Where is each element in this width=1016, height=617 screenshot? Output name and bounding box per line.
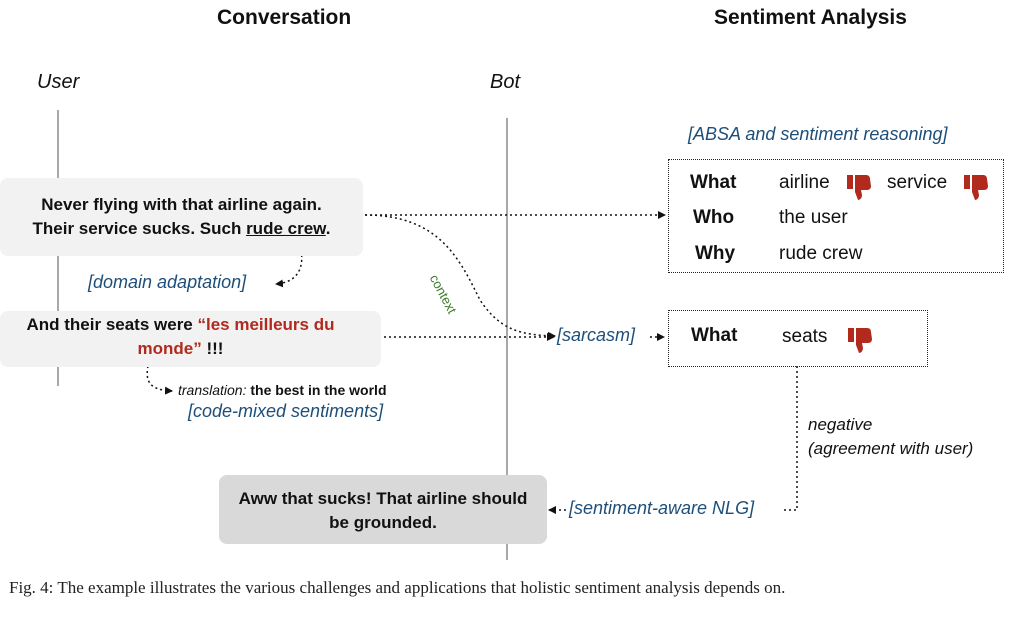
bot-column-label: Bot	[490, 71, 521, 93]
negative-note: negative (agreement with user)	[808, 415, 974, 458]
absa-what-val-airline: airline	[779, 172, 830, 193]
bot-timeline	[506, 118, 508, 560]
absa-box: What airline service Who the user Why ru…	[668, 159, 1004, 273]
absa-what-val-service: service	[887, 172, 948, 193]
nlg-tag: [sentiment-aware NLG]	[569, 498, 755, 518]
french-quote: “les meilleurs du monde”	[137, 315, 335, 358]
arrow-box-to-nlg	[782, 366, 798, 511]
domain-adaptation-tag: [domain adaptation]	[88, 272, 247, 292]
translation-note: translation: the best in the world	[178, 382, 387, 398]
absa-who-val: the user	[779, 207, 848, 228]
sarcasm-what-val: seats	[782, 326, 828, 347]
arrow-translation	[146, 365, 173, 395]
thumbs-down-icon	[848, 328, 872, 353]
bot-reply: Aww that sucks! That airline should be g…	[219, 475, 547, 544]
translation-text: the best in the world	[250, 382, 387, 398]
sentiment-analysis-heading: Sentiment Analysis	[714, 6, 907, 29]
thumbs-down-icon	[847, 175, 871, 200]
sarcasm-tag: [sarcasm]	[557, 325, 636, 345]
sarcasm-box: What seats	[668, 310, 928, 367]
conversation-heading: Conversation	[217, 6, 352, 29]
code-mixed-tag: [code-mixed sentiments]	[188, 401, 384, 421]
user-column-label: User	[37, 71, 80, 93]
user-message-1-line1: Never flying with that airline again.	[41, 195, 322, 214]
user-message-2: And their seats were “les meilleurs du m…	[0, 311, 381, 367]
absa-what-key: What	[690, 172, 737, 193]
user-message-1-line2: Their service sucks. Such rude crew.	[32, 219, 331, 238]
arrow-domain-adaptation	[275, 244, 303, 288]
absa-why-key: Why	[695, 243, 736, 264]
absa-why-val: rude crew	[779, 243, 863, 264]
rude-crew-underlined: rude crew	[246, 219, 326, 238]
absa-who-key: Who	[693, 207, 735, 228]
sarcasm-what-key: What	[691, 325, 738, 346]
absa-tag: [ABSA and sentiment reasoning]	[688, 124, 948, 144]
figure-caption: Fig. 4: The example illustrates the vari…	[9, 578, 786, 597]
arrow-context	[364, 214, 556, 340]
user-message-1: Never flying with that airline again. Th…	[0, 178, 363, 256]
thumbs-down-icon	[964, 175, 988, 200]
translation-label: translation:	[178, 382, 247, 398]
